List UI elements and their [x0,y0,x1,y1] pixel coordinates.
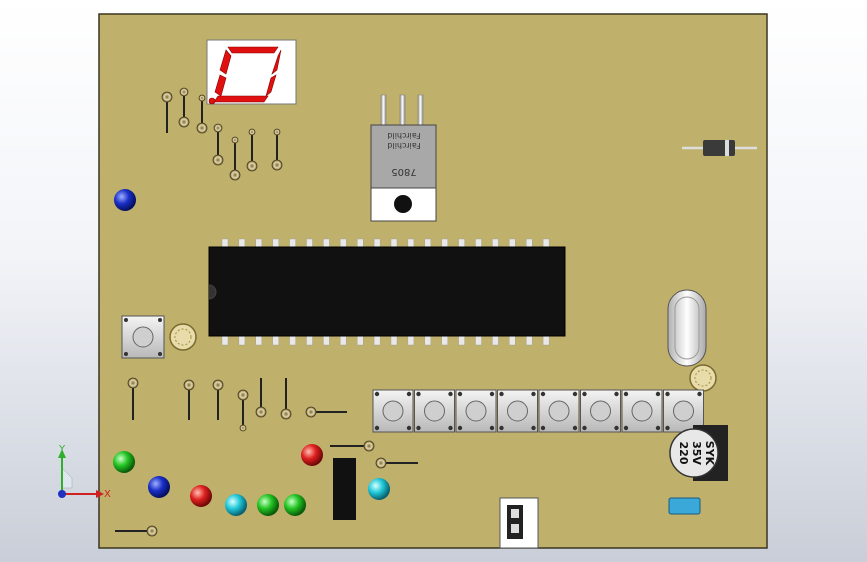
led-blue [114,189,136,211]
small-ic [333,458,356,520]
led-cyan [225,494,247,516]
voltage-regulator: FairchildFairchild 7805 [370,94,437,222]
capacitor-series-text: SYK [703,441,716,466]
regulator-part-text: 7805 [391,166,416,177]
resistor-group-lower [115,378,418,532]
tactile-button [414,389,455,433]
seven-segment-display [206,39,297,105]
crystal-oscillator [667,289,707,367]
reset-push-button [121,315,165,359]
led-group [113,444,390,516]
electrolytic-capacitor: 220 35V SYK [669,425,728,481]
ceramic-capacitor-left [169,323,197,351]
diode [682,140,757,156]
tactile-button [455,389,497,433]
tactile-button [497,389,538,433]
led-cyan [368,478,390,500]
axis-x-label: X [104,489,111,500]
smd-component [668,497,701,515]
regulator-maker-text: FairchildFairchild [387,131,420,150]
capacitor-voltage-text: 35V [690,441,703,465]
ceramic-capacitor-right [689,364,717,392]
tactile-button [580,389,621,433]
tactile-button [621,389,663,433]
led-blue [148,476,170,498]
led-green [257,494,279,516]
seven-segment-digit [208,46,282,105]
tactile-button [372,389,414,433]
pad-group-lower [127,377,387,537]
capacitor-value-text: 220 [677,442,690,465]
led-green [113,451,135,473]
led-red [301,444,323,466]
axis-y-label: Y [58,444,66,455]
tactile-button [538,389,580,433]
led-green [284,494,306,516]
led-red [190,485,212,507]
axis-triad: Y X [58,444,111,500]
pad-group-upper [161,87,283,181]
microcontroller-chip [208,238,566,346]
power-connector [499,497,539,549]
